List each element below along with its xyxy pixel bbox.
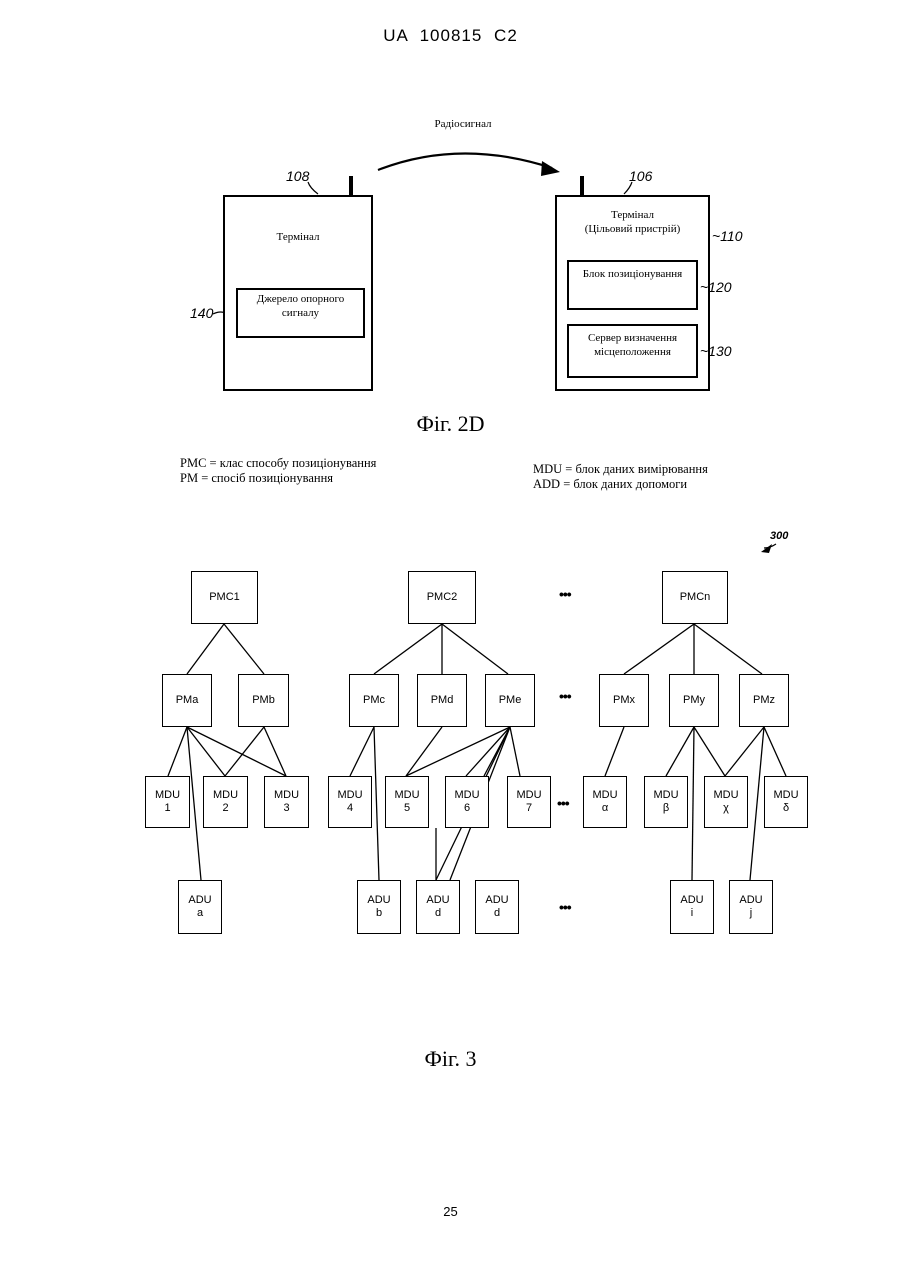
mdu-id: α	[602, 802, 608, 815]
ellipsis-pmc: •••	[559, 586, 571, 602]
mdu-node-7: MDU7	[507, 776, 551, 828]
mdu-label: MDU	[773, 789, 798, 802]
pmc-label: PMCn	[680, 591, 711, 604]
mdu-id: 1	[164, 802, 170, 815]
adu-node-j: ADUj	[729, 880, 773, 934]
pm-node-b: PMb	[238, 674, 289, 727]
fig3-caption: Фіг. 3	[0, 1046, 901, 1072]
mdu-node-delta: MDUδ	[764, 776, 808, 828]
pm-node-z: PMz	[739, 674, 789, 727]
mdu-node-4: MDU4	[328, 776, 372, 828]
adu-id: d	[435, 907, 441, 920]
mdu-node-2: MDU2	[203, 776, 248, 828]
adu-label: ADU	[367, 894, 390, 907]
pm-label: PMd	[431, 694, 454, 707]
mdu-label: MDU	[155, 789, 180, 802]
pm-node-d: PMd	[417, 674, 467, 727]
ellipsis-mdu: •••	[557, 795, 569, 811]
adu-node-i: ADUi	[670, 880, 714, 934]
mdu-node-beta: MDUβ	[644, 776, 688, 828]
pm-label: PMa	[176, 694, 199, 707]
mdu-id: 2	[222, 802, 228, 815]
pm-label: PMy	[683, 694, 705, 707]
mdu-id: δ	[783, 802, 789, 815]
adu-node-b: ADUb	[357, 880, 401, 934]
pmc-node-2: PMC2	[408, 571, 476, 624]
pmc-label: PMC2	[427, 591, 458, 604]
adu-node-a: ADUa	[178, 880, 222, 934]
pmc-label: PMC1	[209, 591, 240, 604]
pm-label: PMb	[252, 694, 275, 707]
adu-label: ADU	[485, 894, 508, 907]
ref-300: 300	[770, 530, 788, 542]
adu-id: j	[750, 907, 752, 920]
mdu-id: 5	[404, 802, 410, 815]
adu-id: a	[197, 907, 203, 920]
adu-id: d	[494, 907, 500, 920]
pm-node-y: PMy	[669, 674, 719, 727]
adu-node-d-2: ADUd	[475, 880, 519, 934]
pmc-node-1: PMC1	[191, 571, 258, 624]
adu-label: ADU	[188, 894, 211, 907]
mdu-node-6: MDU6	[445, 776, 489, 828]
mdu-label: MDU	[592, 789, 617, 802]
pm-node-a: PMa	[162, 674, 212, 727]
mdu-node-1: MDU1	[145, 776, 190, 828]
pm-label: PMc	[363, 694, 385, 707]
mdu-id: β	[663, 802, 669, 815]
adu-id: i	[691, 907, 693, 920]
pm-node-c: PMc	[349, 674, 399, 727]
mdu-node-chi: MDUχ	[704, 776, 748, 828]
mdu-label: MDU	[213, 789, 238, 802]
adu-label: ADU	[739, 894, 762, 907]
mdu-label: MDU	[516, 789, 541, 802]
adu-label: ADU	[680, 894, 703, 907]
pm-node-x: PMx	[599, 674, 649, 727]
ellipsis-adu: •••	[559, 899, 571, 915]
pm-label: PMe	[499, 694, 522, 707]
adu-node-d-1: ADUd	[416, 880, 460, 934]
pm-label: PMz	[753, 694, 775, 707]
mdu-id: χ	[723, 802, 729, 815]
mdu-id: 4	[347, 802, 353, 815]
mdu-node-3: MDU3	[264, 776, 309, 828]
mdu-label: MDU	[454, 789, 479, 802]
mdu-id: 7	[526, 802, 532, 815]
adu-label: ADU	[426, 894, 449, 907]
page-number: 25	[0, 1204, 901, 1219]
mdu-id: 3	[283, 802, 289, 815]
mdu-label: MDU	[274, 789, 299, 802]
ellipsis-pm: •••	[559, 688, 571, 704]
mdu-label: MDU	[394, 789, 419, 802]
mdu-node-alpha: MDUα	[583, 776, 627, 828]
mdu-node-5: MDU5	[385, 776, 429, 828]
pm-label: PMx	[613, 694, 635, 707]
adu-id: b	[376, 907, 382, 920]
pm-node-e: PMe	[485, 674, 535, 727]
mdu-id: 6	[464, 802, 470, 815]
pmc-node-n: PMCn	[662, 571, 728, 624]
mdu-label: MDU	[653, 789, 678, 802]
mdu-label: MDU	[337, 789, 362, 802]
mdu-label: MDU	[713, 789, 738, 802]
